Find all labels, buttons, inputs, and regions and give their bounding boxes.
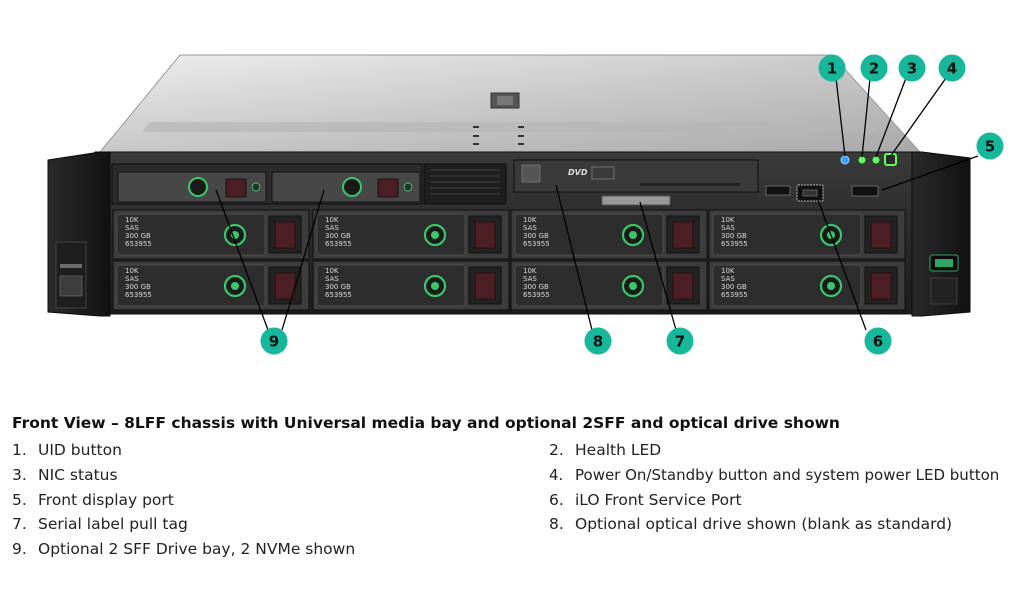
drive-label-text: 10K	[523, 267, 537, 275]
callout-9: 9	[260, 327, 288, 355]
drive-label-text: 10K	[325, 216, 339, 224]
drive-label-text: 300 GB	[325, 283, 351, 291]
drive-label-text: SAS	[523, 224, 537, 232]
drive-label-text: 300 GB	[523, 283, 549, 291]
legend-item-9: 9.Optional 2 SFF Drive bay, 2 NVMe shown	[12, 540, 356, 558]
sff-drive-1[interactable]	[117, 171, 267, 203]
callout-6: 6	[864, 327, 892, 355]
callout-number: 3	[907, 60, 917, 78]
drive-label-text: 653955	[125, 291, 152, 299]
callout-number: 8	[593, 333, 603, 351]
drive-label-text: 10K	[125, 267, 139, 275]
drive-label-text: 653955	[325, 291, 352, 299]
drive-label-text: SAS	[325, 275, 339, 283]
drive-label-text: SAS	[125, 224, 139, 232]
callout-8: 8	[584, 327, 612, 355]
callout-2: 2	[860, 54, 888, 82]
legend-item-8: 8.Optional optical drive shown (blank as…	[549, 515, 953, 533]
chassis-top-panel	[142, 122, 878, 132]
power-button[interactable]	[884, 153, 897, 166]
drive-label-text: 653955	[721, 240, 748, 248]
drive-label-text: SAS	[523, 275, 537, 283]
callout-number: 5	[985, 138, 995, 156]
callout-number: 2	[869, 60, 879, 78]
drive-label-text: SAS	[721, 224, 735, 232]
health-led	[858, 156, 866, 164]
legend-item-1: 1.UID button	[12, 441, 122, 459]
legend-item-6: 6.iLO Front Service Port	[549, 491, 742, 509]
nic-status-led	[872, 156, 880, 164]
drive-label-text: 653955	[523, 240, 550, 248]
drive-label-text: 300 GB	[721, 232, 747, 240]
drive-label-text: SAS	[325, 224, 339, 232]
sff-drive-2[interactable]	[271, 171, 421, 203]
callout-number: 6	[873, 333, 883, 351]
drive-label-text: 10K	[125, 216, 139, 224]
drive-label-text: 653955	[523, 291, 550, 299]
serial-label-pull-tag[interactable]	[601, 195, 671, 206]
legend-item-2: 2.Health LED	[549, 441, 662, 459]
drive-label-text: 10K	[721, 267, 735, 275]
callout-number: 4	[947, 60, 957, 78]
drive-label-text: 653955	[325, 240, 352, 248]
legend-item-4: 4.Power On/Standby button and system pow…	[549, 466, 1000, 484]
drive-label-text: 653955	[125, 240, 152, 248]
callout-number: 1	[827, 60, 837, 78]
right-rack-ear	[911, 151, 971, 317]
drive-label-text: 653955	[721, 291, 748, 299]
legend-item-5: 5.Front display port	[12, 491, 174, 509]
front-vent	[423, 163, 507, 205]
drive-label-text: 10K	[325, 267, 339, 275]
drive-label-text: 10K	[523, 216, 537, 224]
drive-label-text: 300 GB	[125, 232, 151, 240]
callout-number: 7	[675, 333, 685, 351]
callout-number: 9	[269, 333, 279, 351]
caption-title: Front View – 8LFF chassis with Universal…	[12, 414, 840, 432]
callout-1: 1	[818, 54, 846, 82]
drive-label-text: 300 GB	[523, 232, 549, 240]
usb-port[interactable]	[765, 185, 791, 196]
drive-label-text: 10K	[721, 216, 735, 224]
drive-label-text: SAS	[721, 275, 735, 283]
front-display-port[interactable]	[851, 185, 879, 197]
callout-3: 3	[898, 54, 926, 82]
drive-label-text: 300 GB	[125, 283, 151, 291]
optical-drive[interactable]: DVD	[513, 159, 759, 193]
legend-item-7: 7.Serial label pull tag	[12, 515, 188, 533]
callout-4: 4	[938, 54, 966, 82]
drive-label-text: SAS	[125, 275, 139, 283]
drive-label-text: 300 GB	[325, 232, 351, 240]
drive-label-text: 300 GB	[721, 283, 747, 291]
legend-item-3: 3.NIC status	[12, 466, 118, 484]
callout-5: 5	[976, 132, 1004, 160]
callout-7: 7	[666, 327, 694, 355]
uid-button[interactable]	[840, 155, 850, 165]
optical-drive-label: DVD	[568, 168, 588, 177]
